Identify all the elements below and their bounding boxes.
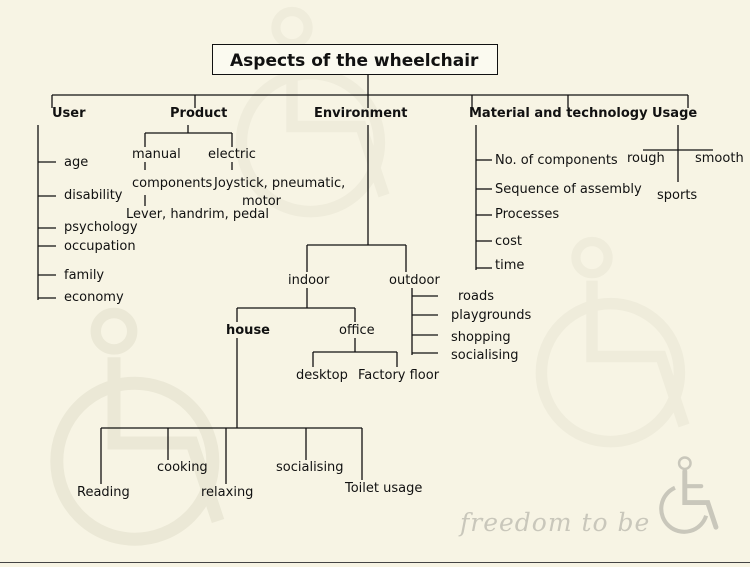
product-manual-components: Lever, handrim, pedal <box>126 207 269 222</box>
outdoor-item-playgrounds: playgrounds <box>451 308 532 323</box>
product-manual: manual <box>132 147 181 162</box>
category-environment: Environment <box>314 106 408 121</box>
material-item-cost: cost <box>495 234 522 249</box>
material-item-processes: Processes <box>495 207 560 222</box>
house-item-reading: Reading <box>77 485 130 500</box>
outdoor-item-roads: roads <box>458 289 495 304</box>
env-indoor: indoor <box>288 273 330 288</box>
product-electric: electric <box>208 147 256 162</box>
product-electric-components: Joystick, pneumatic, <box>214 176 346 191</box>
outdoor-item-shopping: shopping <box>451 330 511 345</box>
title-box <box>212 44 498 75</box>
usage-smooth: smooth <box>695 151 744 166</box>
category-user: User <box>52 106 86 121</box>
house-item-relaxing: relaxing <box>201 485 254 500</box>
house-item-cooking: cooking <box>157 460 208 475</box>
user-item-occupation: occupation <box>64 239 136 254</box>
category-material-technology: Material and technology <box>469 106 648 121</box>
material-item-time: time <box>495 258 525 273</box>
outdoor-item-socialising: socialising <box>451 348 519 363</box>
env-outdoor: outdoor <box>389 273 440 288</box>
tagline: freedom to be <box>460 508 651 537</box>
env-desktop: desktop <box>296 368 348 383</box>
category-product: Product <box>170 106 228 121</box>
env-factory-floor: Factory floor <box>358 368 440 383</box>
user-item-psychology: psychology <box>64 220 138 235</box>
usage-sports: sports <box>657 188 698 203</box>
wheelchair-logo-icon <box>659 456 719 534</box>
material-item-components: No. of components <box>495 153 618 168</box>
user-item-economy: economy <box>64 290 124 305</box>
usage-rough: rough <box>627 151 665 166</box>
user-item-family: family <box>64 268 105 283</box>
footer-divider <box>0 562 750 563</box>
env-house: house <box>226 323 270 338</box>
wheelchair-watermark-icon <box>535 236 690 448</box>
house-item-toilet-usage: Toilet usage <box>345 481 423 496</box>
user-item-age: age <box>64 155 89 170</box>
user-item-disability: disability <box>64 188 123 203</box>
diagram-title: Aspects of the wheelchair <box>230 51 479 71</box>
product-electric-components-motor: motor <box>242 194 282 209</box>
category-usage: Usage <box>652 106 698 121</box>
env-office: office <box>339 323 375 338</box>
wheelchair-watermark-icon <box>50 307 225 546</box>
product-components: components <box>132 176 213 191</box>
house-item-socialising: socialising <box>276 460 344 475</box>
material-item-assembly: Sequence of assembly <box>495 182 642 197</box>
